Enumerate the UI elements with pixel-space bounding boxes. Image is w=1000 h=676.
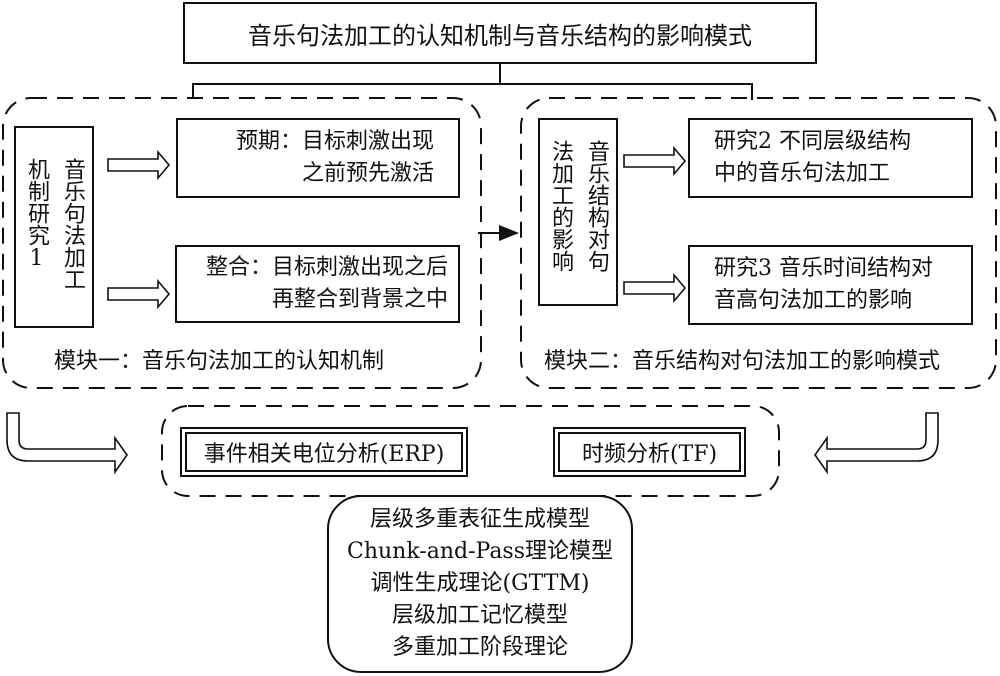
- title-branch: [192, 83, 753, 100]
- hollow-arrow-icon: [623, 145, 687, 177]
- hollow-arrow-icon: [107, 278, 171, 310]
- module2-study-box: 音乐结构对句 法加工的影响: [538, 118, 618, 306]
- theory-item: 层级加工记忆模型: [391, 603, 568, 628]
- module1-item-integration: 整合：目标刺激出现之后 再整合到背景之中: [175, 245, 460, 323]
- theory-item: Chunk-and-Pass理论模型: [346, 539, 614, 564]
- item-line: 中的音乐句法加工: [714, 161, 891, 186]
- module1-item-expectation: 预期：目标刺激出现 之前预先激活: [176, 118, 460, 198]
- hollow-arrow-icon: [107, 149, 171, 181]
- study-box-col: 法加工的影响: [548, 140, 573, 272]
- item-line: 音高句法加工的影响: [714, 288, 913, 313]
- theory-models-box: 层级多重表征生成模型 Chunk-and-Pass理论模型 调性生成理论(GTT…: [327, 495, 633, 673]
- bent-arrow-right-icon: [6, 412, 128, 475]
- module2-item-study3: 研究3 音乐时间结构对 音高句法加工的影响: [688, 245, 973, 325]
- diagram-title: 音乐句法加工的认知机制与音乐结构的影响模式: [248, 21, 752, 50]
- module2-item-study2: 研究2 不同层级结构 中的音乐句法加工: [688, 118, 973, 198]
- item-line: 研究3 音乐时间结构对: [714, 256, 933, 281]
- method-label: 时频分析(TF): [581, 442, 718, 467]
- theory-item: 层级多重表征生成模型: [369, 507, 590, 532]
- bent-arrow-left-icon: [814, 412, 939, 475]
- method-tf-box: 时频分析(TF): [553, 427, 746, 477]
- item-line: 研究2 不同层级结构: [714, 129, 911, 154]
- hollow-arrow-icon: [623, 272, 687, 304]
- method-erp-box: 事件相关电位分析(ERP): [180, 427, 468, 477]
- item-line: 之前预先激活: [301, 161, 434, 186]
- module1-label: 模块一：音乐句法加工的认知机制: [54, 349, 385, 374]
- theory-item: 调性生成理论(GTTM): [370, 571, 590, 596]
- study-box-col: 机制研究1: [24, 158, 49, 271]
- module1-study-box: 音乐句法加工 机制研究1: [14, 126, 94, 328]
- item-line: 预期：目标刺激出现: [235, 129, 434, 154]
- study-box-col: 音乐句法加工: [60, 158, 85, 290]
- module2-label: 模块二：音乐结构对句法加工的影响模式: [544, 349, 941, 374]
- theory-item: 多重加工阶段理论: [391, 635, 568, 660]
- method-label: 事件相关电位分析(ERP): [203, 442, 445, 467]
- item-line: 再整合到背景之中: [271, 287, 448, 312]
- item-line: 整合：目标刺激出现之后: [205, 255, 448, 280]
- study-box-col: 音乐结构对句: [584, 140, 609, 272]
- title-box: 音乐句法加工的认知机制与音乐结构的影响模式: [183, 2, 817, 64]
